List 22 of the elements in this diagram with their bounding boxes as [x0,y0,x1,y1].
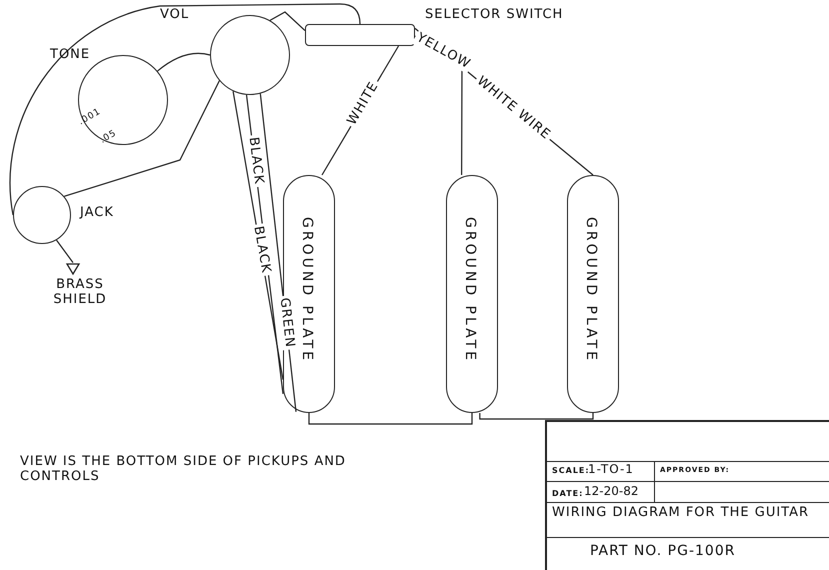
component-label: GROUND PLATE [299,216,316,365]
capacitor-value: .05 [98,128,119,146]
component-label: GROUND PLATE [462,216,478,365]
field-label: SCALE: [552,466,590,476]
component-label: GROUND PLATE [583,216,600,365]
wire [56,240,74,263]
wire [270,11,306,32]
title-text: WIRING DIAGRAM FOR THE GUITAR [552,506,810,521]
wire [479,413,594,420]
component-label: SELECTOR SWITCH [425,8,564,23]
part-number: PART NO. PG-100R [590,543,736,560]
wire [64,80,220,197]
field-value: 12-20-82 [584,485,638,499]
wire [308,413,473,425]
wire [157,52,210,72]
component-label: BRASS SHIELD [52,278,108,308]
wire [10,3,361,216]
field-label: DATE: [552,489,584,498]
field-value: 1-TO-1 [588,463,634,477]
component-label: JACK [80,206,114,221]
note-text: VIEW IS THE BOTTOM SIDE OF PICKUPS AND CONTROLS [20,455,347,485]
component-label: VOL [160,8,190,23]
